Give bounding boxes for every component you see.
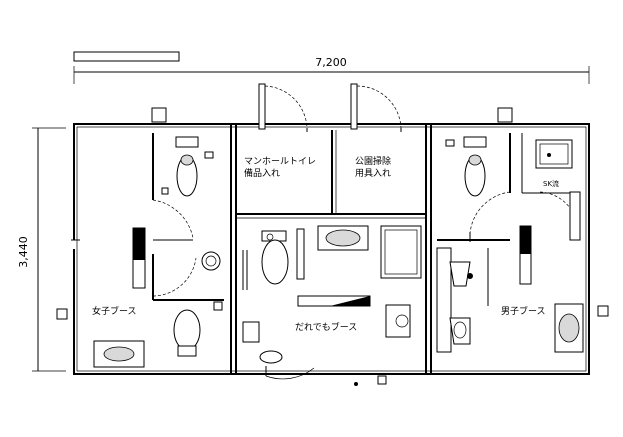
- height-dimension: 3,440: [17, 127, 66, 372]
- womens-booth: [56, 133, 224, 368]
- universal-booth: [242, 225, 422, 386]
- width-dimension-label: 7,200: [315, 56, 347, 69]
- mens-booth: [436, 133, 609, 353]
- title-box: [73, 51, 180, 62]
- womens-booth-label: 女子ブース: [92, 305, 137, 317]
- universal-booth-label: だれでもブース: [295, 321, 357, 333]
- storage-doors: [151, 83, 513, 132]
- width-dimension: 7,200: [73, 56, 590, 84]
- park-cleaning-label-2: 用具入れ: [355, 168, 391, 179]
- manhole-storage-label-1: マンホールトイレ: [244, 156, 316, 167]
- park-cleaning-label-1: 公園掃除: [355, 155, 391, 167]
- mens-booth-label: 男子ブース: [501, 305, 546, 317]
- manhole-storage-label-2: 備品入れ: [244, 167, 280, 179]
- sk-sink-label: SK流: [543, 179, 559, 188]
- height-dimension-label: 3,440: [17, 236, 30, 268]
